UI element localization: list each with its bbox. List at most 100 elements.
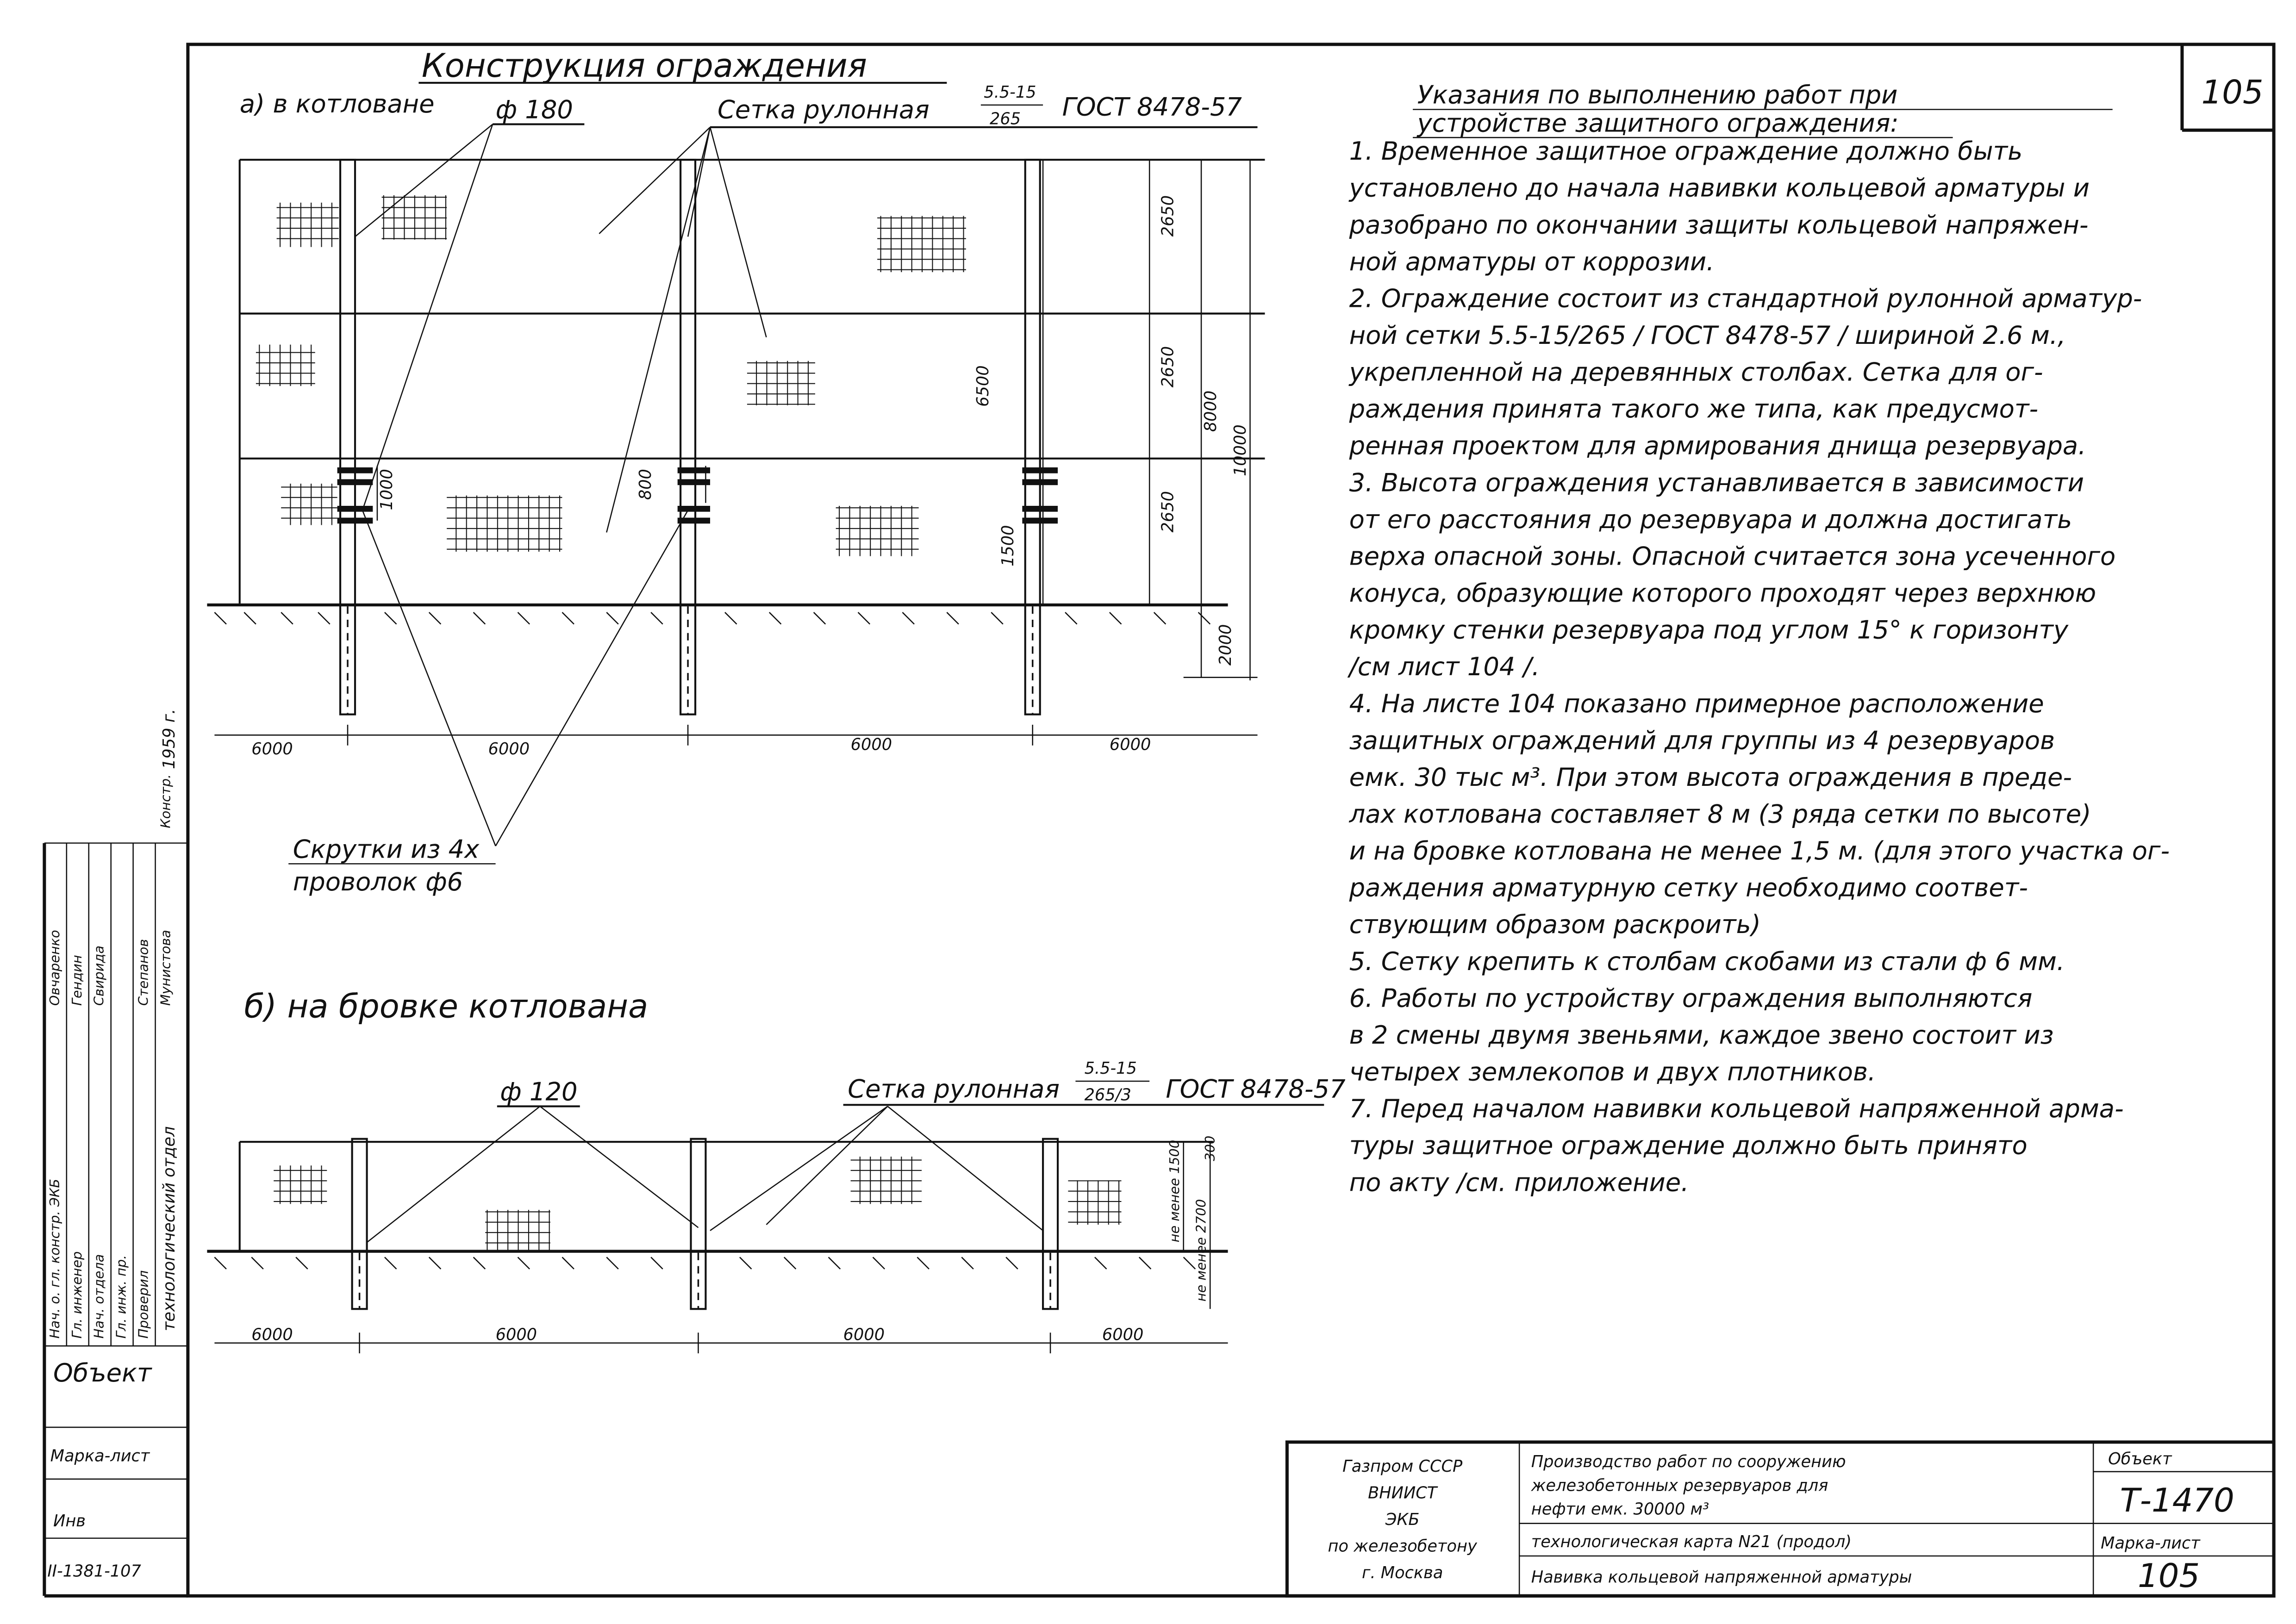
mesh-spec-den-a: 265 [990, 109, 1021, 128]
twist-label-1: Скрутки из 4х [293, 835, 480, 864]
stamp-name: Овчаренко [47, 930, 62, 1006]
mesh-patch [381, 195, 447, 240]
mesh-spec-num-a: 5.5-15 [984, 83, 1036, 102]
mesh-patch [850, 1157, 922, 1204]
mesh-patch [877, 216, 966, 273]
span-b-dim-1: 6000 [251, 1325, 293, 1344]
instructions-heading-2: устройстве защитного ограждения: [1416, 108, 1899, 137]
mesh-patch [836, 505, 919, 556]
instruction-line: туры защитное ограждение должно быть при… [1349, 1131, 2028, 1160]
page-number-box: 105 [2180, 44, 2274, 132]
height-b-dim-3: 300 [1202, 1136, 1218, 1161]
instruction-line: лах котлована составляет 8 м (3 ряда сет… [1349, 800, 2091, 829]
instruction-line: укрепленной на деревянных столбах. Сетка… [1348, 358, 2043, 387]
tb-sheet: 105 [2138, 1557, 2200, 1595]
stamp-object-label: Объект [53, 1358, 152, 1388]
span-dim-3: 6000 [851, 735, 892, 754]
stamp-inv-number: II-1381-107 [47, 1562, 141, 1581]
instruction-line: конуса, образующие которого проходят чер… [1349, 579, 2096, 608]
tb-subject: Навивка кольцевой напряженной арматуры [1531, 1568, 1912, 1587]
instruction-line: 7. Перед началом навивки кольцевой напря… [1349, 1094, 2124, 1123]
instruction-line: /см лист 104 /. [1348, 652, 1540, 681]
instruction-line: по акту /см. приложение. [1349, 1168, 1689, 1197]
section-a-title: Конструкция ограждения [422, 47, 867, 85]
stamp-role: Констр. [158, 774, 174, 828]
instruction-line: емк. 30 тыс м³. При этом высота огражден… [1349, 763, 2072, 792]
mesh-spec-num-b: 5.5-15 [1085, 1059, 1137, 1078]
instruction-line: верха опасной зоны. Опасной считается зо… [1349, 541, 2116, 571]
instruction-line: в 2 смены двумя звеньями, каждое звено с… [1349, 1020, 2054, 1050]
height-dim-2650-low: 2650 [1158, 491, 1177, 532]
stamp-role: Гл. инженер [69, 1251, 85, 1338]
instruction-line: ной сетки 5.5-15/265 / ГОСТ 8478-57 / ши… [1349, 321, 2066, 350]
gost-b: ГОСТ 8478-57 [1166, 1074, 1346, 1103]
instruction-line: 2. Ограждение состоит из стандартной рул… [1349, 284, 2142, 313]
section-b-fence: б) на бровке котлована ф 120 Сетка рулон… [207, 988, 1346, 1354]
stamp-name: Степанов [136, 939, 151, 1006]
span-b-dim-4: 6000 [1102, 1325, 1143, 1344]
mesh-patch [256, 344, 315, 386]
stamp-year: 1959 г. [160, 709, 179, 769]
stamp-role: Нач. о. гл. констр. ЭКБ [47, 1179, 62, 1338]
tb-object-code: Т-1470 [2120, 1481, 2234, 1519]
twist-band-3 [1022, 467, 1058, 524]
span-b-dim-3: 6000 [843, 1325, 885, 1344]
height-dim-2650-mid: 2650 [1158, 346, 1177, 387]
mesh-patch [276, 202, 339, 247]
mesh-patch [1068, 1180, 1122, 1225]
stamp-role: Нач. отдела [91, 1254, 107, 1338]
instruction-line: 5. Сетку крепить к столбам скобами из ст… [1349, 947, 2065, 976]
org-line: ЭКБ [1385, 1510, 1420, 1529]
stamp-name: Мунистова [158, 930, 174, 1006]
mesh-patch [447, 495, 562, 552]
span-dim-4: 6000 [1110, 735, 1151, 754]
gost-a: ГОСТ 8478-57 [1062, 92, 1242, 121]
height-dim-1000: 1000 [377, 469, 396, 510]
instruction-line: разобрано по окончании защиты кольцевой … [1349, 210, 2089, 239]
span-b-dim-2: 6000 [496, 1325, 537, 1344]
instruction-line: защитных ограждений для группы из 4 резе… [1349, 726, 2055, 755]
height-dim-2000: 2000 [1216, 624, 1235, 666]
instruction-line: от его расстояния до резервуара и должна… [1349, 505, 2072, 534]
height-dim-1500: 1500 [998, 525, 1017, 566]
span-dim-2: 6000 [488, 740, 530, 759]
tb-project-1: Производство работ по сооружению [1531, 1452, 1846, 1471]
height-dim-6500: 6500 [973, 365, 992, 406]
instruction-line: раждения принята такого же типа, как пре… [1349, 394, 2038, 423]
post-diameter-a: ф 180 [496, 95, 573, 124]
post-diameter-b: ф 120 [500, 1077, 577, 1107]
instruction-line: 6. Работы по устройству ограждения выпол… [1349, 983, 2033, 1013]
stamp-role: Гл. инж. пр. [113, 1255, 129, 1339]
stamp-name: Гендин [69, 955, 85, 1006]
mesh-spec-den-b: 265/3 [1085, 1086, 1131, 1105]
tb-card: технологическая карта N21 (продол) [1531, 1532, 1852, 1551]
mesh-patch [274, 1165, 327, 1204]
stamp-dept: технологический отдел [160, 1126, 179, 1331]
instruction-line: кромку стенки резервуара под углом 15° к… [1349, 616, 2069, 645]
height-dim-8000: 8000 [1201, 391, 1220, 432]
height-dim-10000: 10000 [1231, 424, 1250, 476]
instruction-line: 1. Временное защитное ограждение должно … [1349, 137, 2023, 166]
span-dim-1: 6000 [251, 740, 293, 759]
height-dim-2650-top: 2650 [1158, 195, 1177, 236]
instruction-line: 3. Высота ограждения устанавливается в з… [1349, 468, 2084, 497]
tb-project-3: нефти емк. 30000 м³ [1531, 1500, 1709, 1519]
height-b-dim-2: не менее 2700 [1193, 1199, 1209, 1301]
instruction-line: четырех землекопов и двух плотников. [1349, 1058, 1876, 1087]
height-b-dim-1: не менее 1500 [1167, 1140, 1182, 1242]
mesh-patch [747, 361, 815, 405]
instruction-line: ствующим образом раскроить) [1349, 910, 1761, 939]
instructions-lines: 1. Временное защитное ограждение должно … [1348, 137, 2170, 1197]
page-number: 105 [2201, 74, 2263, 112]
mesh-label-a: Сетка рулонная [718, 95, 930, 124]
instruction-line: ной арматуры от коррозии. [1349, 247, 1715, 276]
height-dim-800: 800 [636, 469, 655, 500]
section-b-label: б) на бровке котлована [244, 988, 648, 1026]
tb-marka-label: Марка-лист [2101, 1534, 2201, 1553]
org-line: Газпром СССР [1342, 1457, 1463, 1476]
mesh-patch [281, 484, 337, 525]
